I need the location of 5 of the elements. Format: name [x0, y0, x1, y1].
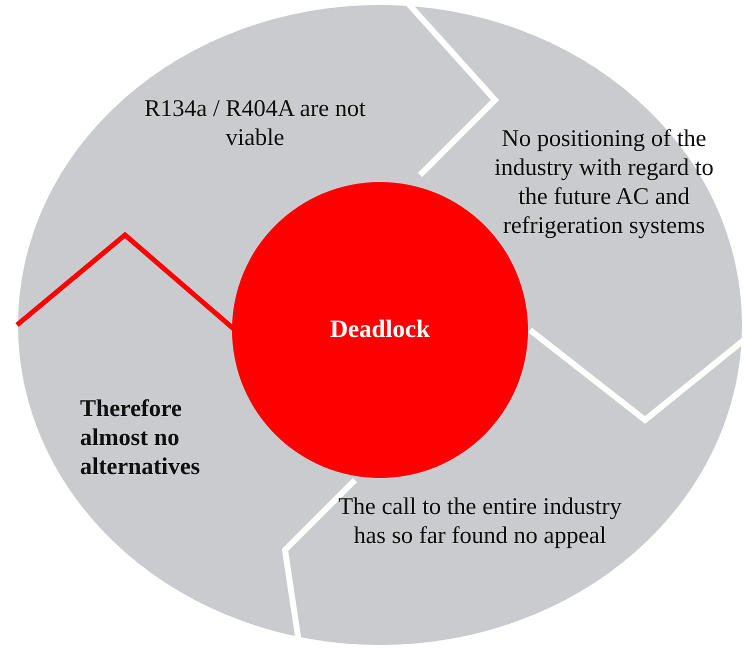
segment-label: Therefore almost no alternatives [80, 395, 201, 482]
segment-label: The call to the entire industry has so far found no appeal [337, 493, 623, 551]
segment-label: No positioning of the industry with regard to the future AC and refrigeration systems [493, 125, 715, 241]
segment-label: R134a / R404A are not viable [143, 95, 367, 153]
center-label: Deadlock [330, 316, 430, 344]
